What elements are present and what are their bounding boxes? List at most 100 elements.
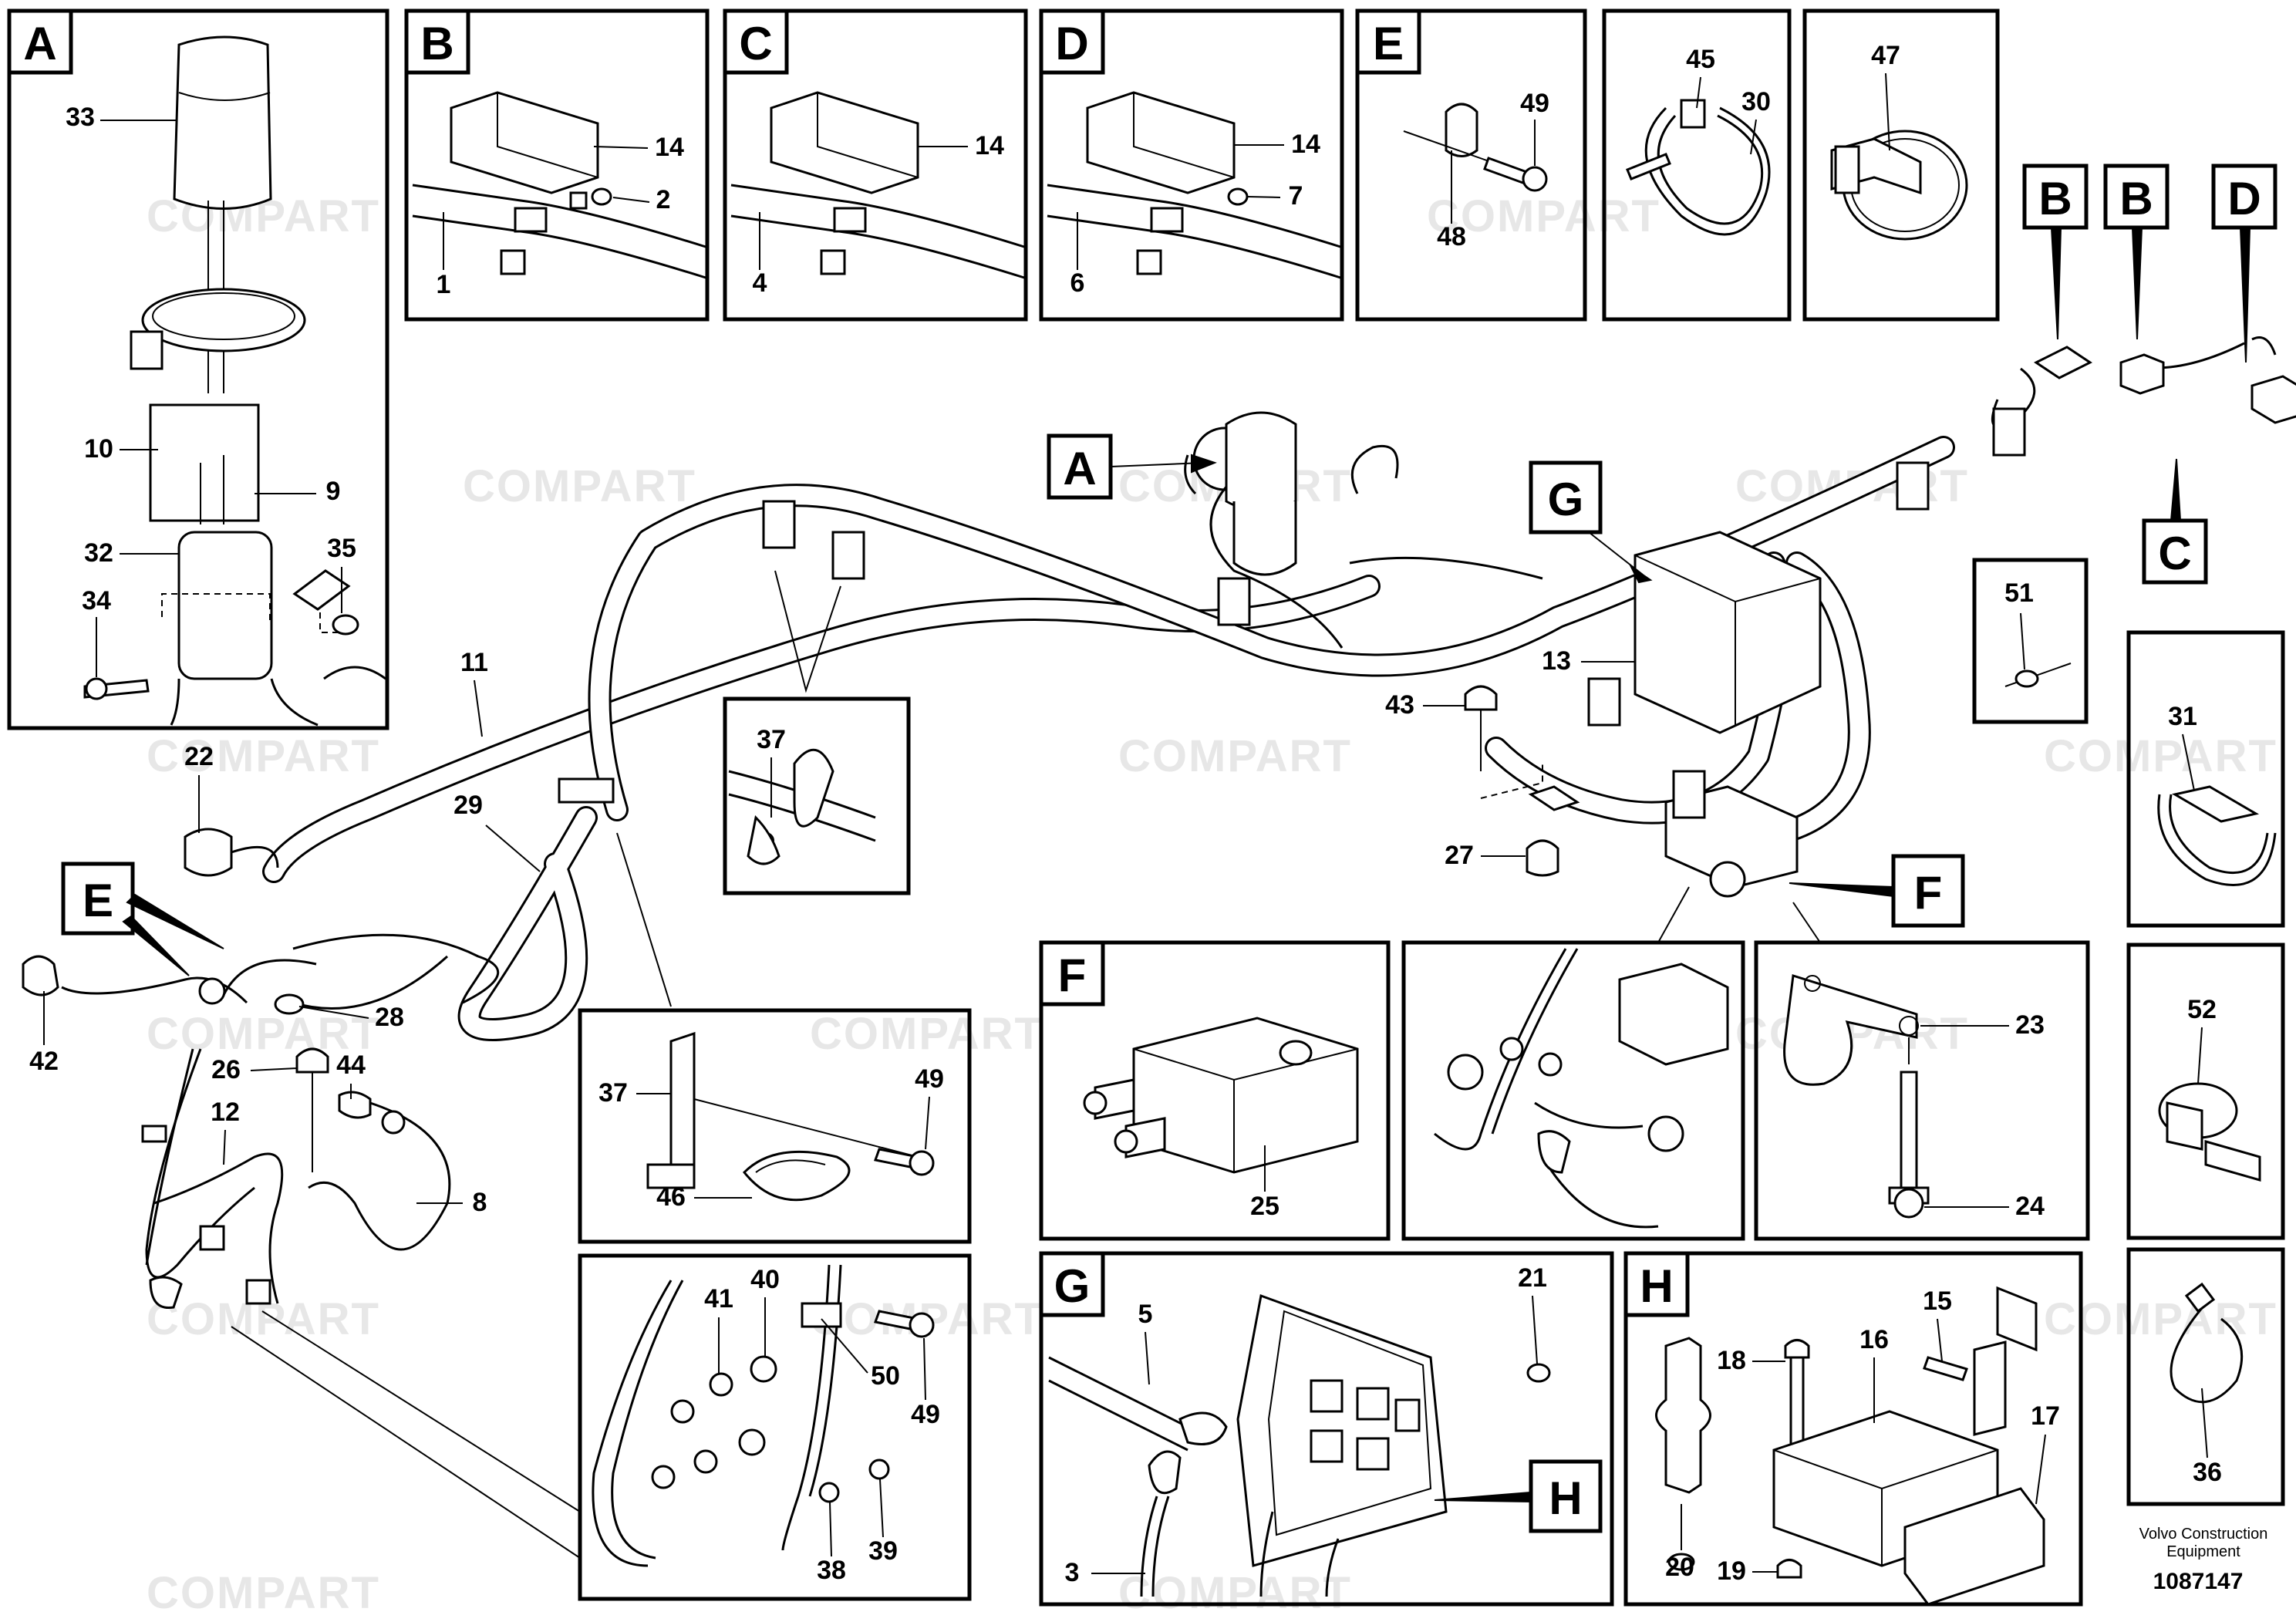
panel-h: H bbox=[1623, 1251, 2083, 1607]
svg-text:A: A bbox=[1063, 443, 1096, 494]
part-12: 12 bbox=[211, 1098, 240, 1127]
part-34: 34 bbox=[82, 586, 111, 615]
watermark-text: COMPART bbox=[2044, 1294, 2277, 1344]
callout-tag-f: F bbox=[1789, 854, 1965, 928]
part-5: 5 bbox=[1138, 1300, 1153, 1329]
panel-clip-37 bbox=[723, 696, 911, 895]
watermark-text: COMPART bbox=[1118, 1568, 1352, 1618]
part-49-e: 49 bbox=[1520, 89, 1549, 118]
callout-tag-a: A bbox=[1047, 433, 1217, 500]
part-15: 15 bbox=[1923, 1286, 1952, 1316]
panel-tie-36 bbox=[2126, 1247, 2285, 1506]
callout-tag-b1: B bbox=[2022, 164, 2089, 340]
part-37-inset: 37 bbox=[757, 725, 786, 754]
part-2: 2 bbox=[656, 185, 671, 214]
part-51: 51 bbox=[2004, 578, 2034, 608]
part-22: 22 bbox=[184, 742, 214, 771]
callout-tag-c: C bbox=[2142, 458, 2208, 585]
part-25: 25 bbox=[1250, 1192, 1279, 1221]
watermark-text: COMPART bbox=[147, 731, 380, 781]
part-17: 17 bbox=[2031, 1401, 2060, 1431]
svg-text:H: H bbox=[1549, 1472, 1582, 1524]
part-14-d: 14 bbox=[1291, 130, 1320, 159]
part-45: 45 bbox=[1686, 45, 1715, 74]
part-13: 13 bbox=[1542, 646, 1571, 676]
panel-cable-tie bbox=[1602, 8, 1792, 322]
svg-text:B: B bbox=[2119, 173, 2153, 224]
callout-tag-b2: B bbox=[2103, 164, 2170, 340]
brand-line-2: Equipment bbox=[2166, 1543, 2240, 1560]
part-29: 29 bbox=[453, 791, 483, 820]
svg-text:D: D bbox=[2227, 173, 2261, 224]
panel-a: A bbox=[7, 8, 389, 730]
main-harness bbox=[22, 336, 2296, 1310]
part-1: 1 bbox=[437, 270, 451, 299]
callout-tag-d: D bbox=[2211, 164, 2277, 363]
part-3: 3 bbox=[1065, 1558, 1080, 1587]
part-52: 52 bbox=[2187, 995, 2217, 1024]
watermark-text: COMPART bbox=[2044, 731, 2277, 781]
part-6: 6 bbox=[1070, 268, 1085, 298]
part-32: 32 bbox=[84, 538, 113, 568]
brand-line-1: Volvo Construction bbox=[2139, 1526, 2268, 1543]
footer: Volvo Construction Equipment 1087147 bbox=[2139, 1526, 2268, 1594]
panel-c: C bbox=[723, 8, 1028, 322]
callout-tags: A B B D C G bbox=[61, 164, 2277, 1559]
panel-bolts-40 bbox=[578, 1253, 972, 1601]
part-37: 37 bbox=[598, 1078, 628, 1108]
part-21: 21 bbox=[1518, 1263, 1547, 1293]
panel-b-label: B bbox=[420, 18, 453, 69]
panel-relay-detail bbox=[1401, 940, 1745, 1241]
part-44: 44 bbox=[336, 1050, 366, 1080]
watermark-text: COMPART bbox=[1118, 731, 1352, 781]
panel-clip-47 bbox=[1802, 8, 2000, 322]
panel-c-label: C bbox=[739, 18, 772, 69]
part-38: 38 bbox=[817, 1556, 846, 1585]
watermark-text: COMPART bbox=[147, 1009, 380, 1059]
callout-tag-h: H bbox=[1434, 1459, 1603, 1533]
panel-bracket-23 bbox=[1754, 940, 2090, 1241]
watermark-text: COMPART bbox=[463, 461, 696, 511]
watermark-text: COMPART bbox=[1427, 191, 1660, 241]
part-31: 31 bbox=[2168, 702, 2197, 731]
part-48: 48 bbox=[1437, 222, 1466, 251]
panel-bracket-37 bbox=[578, 1008, 972, 1244]
part-8: 8 bbox=[473, 1188, 487, 1217]
part-14-c: 14 bbox=[975, 131, 1004, 160]
part-26: 26 bbox=[211, 1055, 241, 1084]
drawing-number: 1087147 bbox=[2153, 1569, 2244, 1594]
panel-clip-52 bbox=[2126, 943, 2285, 1240]
part-33: 33 bbox=[66, 103, 95, 132]
panel-g: G bbox=[1039, 1251, 1614, 1607]
part-30: 30 bbox=[1741, 87, 1771, 116]
watermark-text: COMPART bbox=[810, 1009, 1043, 1059]
part-28: 28 bbox=[375, 1003, 404, 1032]
panel-e-label: E bbox=[1373, 18, 1404, 69]
part-16: 16 bbox=[1859, 1325, 1889, 1354]
panel-a-label: A bbox=[23, 18, 56, 69]
part-7: 7 bbox=[1289, 181, 1303, 211]
part-19: 19 bbox=[1717, 1556, 1746, 1586]
panel-f: F bbox=[1039, 940, 1391, 1241]
panel-washer-51 bbox=[1972, 558, 2089, 724]
part-39: 39 bbox=[868, 1536, 898, 1566]
part-20: 20 bbox=[1665, 1553, 1694, 1582]
svg-text:E: E bbox=[83, 875, 113, 926]
callout-tag-g: G bbox=[1529, 460, 1653, 584]
svg-text:G: G bbox=[1548, 474, 1584, 525]
svg-text:B: B bbox=[2038, 173, 2072, 224]
panel-e: E bbox=[1355, 8, 1587, 322]
part-41: 41 bbox=[704, 1284, 733, 1313]
svg-text:F: F bbox=[1914, 867, 1943, 919]
part-35: 35 bbox=[327, 534, 356, 563]
panel-g-label: G bbox=[1054, 1260, 1091, 1312]
part-27: 27 bbox=[1445, 841, 1474, 870]
panel-b: B bbox=[404, 8, 710, 322]
part-49-lower: 49 bbox=[911, 1400, 940, 1429]
part-numbers: 33 10 9 32 35 34 14 2 1 14 4 14 7 6 49 4… bbox=[29, 41, 2222, 1587]
part-14-b: 14 bbox=[655, 133, 684, 162]
part-4: 4 bbox=[753, 268, 767, 298]
part-46: 46 bbox=[656, 1182, 686, 1212]
fuse-block bbox=[1310, 1379, 1421, 1471]
